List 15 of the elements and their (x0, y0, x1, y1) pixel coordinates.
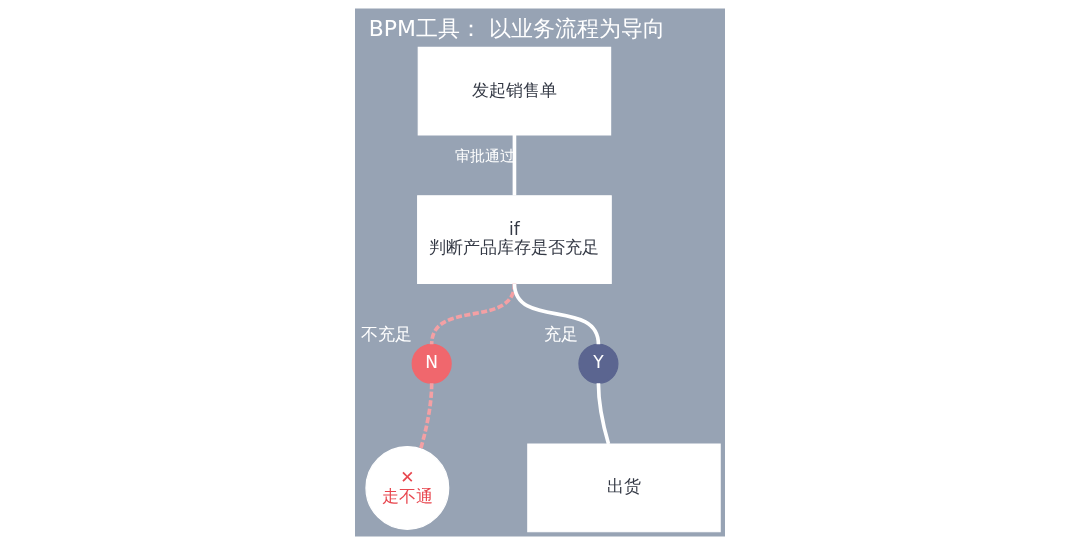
connector (512, 283, 601, 345)
node-box: 发起销售单 (417, 46, 612, 136)
node-circle: N (411, 343, 452, 384)
connector (512, 135, 517, 196)
connector (419, 383, 434, 449)
connector (429, 283, 517, 345)
node-box: if 判断产品库存是否充足 (417, 195, 612, 285)
connector (596, 383, 611, 445)
node-label: 充足 (544, 323, 579, 344)
node-circle: Y (578, 343, 619, 384)
diagram-title: BPM工具： 以业务流程为导向 (368, 15, 665, 41)
node-label: 不充足 (360, 323, 412, 344)
edge-label: 审批通过 (454, 147, 515, 165)
node-circle: ✕ 走不通 (365, 445, 450, 530)
node-box: 出货 (527, 443, 721, 533)
